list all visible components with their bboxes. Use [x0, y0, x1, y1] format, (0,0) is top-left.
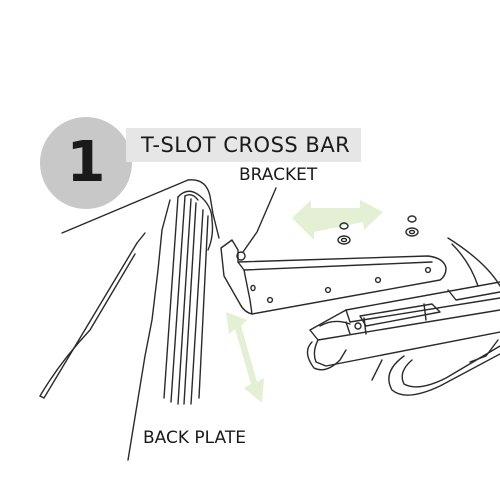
bracket-leader-line	[242, 187, 277, 253]
step-number: 1	[66, 130, 106, 195]
t-slot-cross-bar	[306, 281, 500, 371]
step-title-bar	[126, 128, 361, 162]
step-number-badge	[40, 117, 132, 209]
back-plate-shape	[39, 179, 220, 461]
back-plate-label: BACK PLATE	[143, 428, 246, 448]
step-title: T-SLOT CROSS BAR	[141, 133, 351, 157]
movement-arrows	[226, 200, 383, 403]
bolts-and-washers	[337, 215, 419, 245]
horizontal-arrow-icon	[292, 200, 383, 240]
bracket-label: BRACKET	[239, 165, 318, 185]
wheel-component	[371, 237, 500, 396]
t-slot-rail	[163, 190, 214, 405]
bracket-plate	[220, 239, 447, 315]
vertical-arrow-icon	[226, 312, 264, 403]
